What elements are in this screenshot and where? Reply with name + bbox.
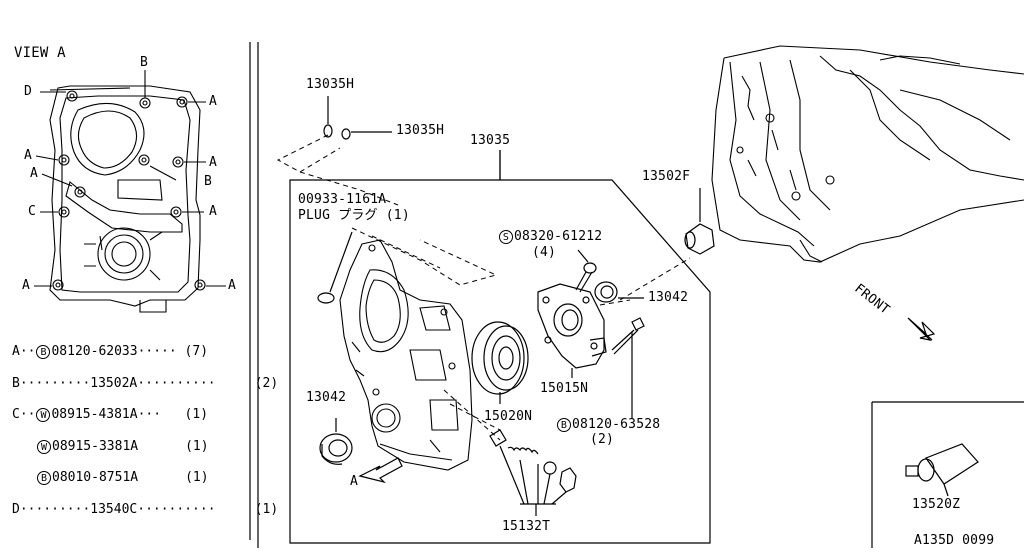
view-label-b-top: B — [140, 55, 149, 70]
pump-body-15015N — [537, 283, 607, 378]
view-label-b-side: B — [204, 174, 213, 189]
callout-08320-qty: (4) — [532, 245, 557, 260]
sealant-tube-13520Z — [905, 443, 979, 497]
view-a-title: VIEW A — [14, 45, 66, 61]
callout-15020N: 15020N — [484, 409, 533, 424]
legend-row-d: D·········13540C·········· (1) — [12, 502, 279, 517]
diagram-code: A135D 0099 — [914, 533, 995, 548]
callout-arrow-a: A — [350, 474, 359, 489]
oil-seal-13042-right — [594, 281, 644, 303]
callout-08120-qty: (2) — [590, 432, 615, 447]
callout-00933: 00933-1161A — [298, 192, 387, 207]
relief-valve-15132T — [489, 429, 577, 516]
front-cover-part — [339, 239, 473, 471]
view-label-d: D — [24, 84, 33, 99]
pump-rotor-15020N — [471, 321, 529, 404]
callout-plug: PLUG プラグ (1) — [298, 208, 410, 223]
o-ring-13035H — [323, 96, 392, 140]
view-label-a-6: A — [22, 278, 31, 293]
legend-row-b: B·········13502A·········· (2) — [12, 376, 279, 391]
view-label-a-5: A — [209, 204, 218, 219]
view-a-arrow — [358, 457, 403, 484]
callout-13035H-side: 13035H — [396, 123, 445, 138]
plug-part — [317, 231, 353, 304]
view-label-a-7: A — [228, 278, 237, 293]
callout-13520Z: 13520Z — [912, 497, 961, 512]
callout-13042-left: 13042 — [306, 390, 347, 405]
view-a-cover-drawing — [34, 70, 226, 313]
callout-13035: 13035 — [470, 133, 511, 148]
sealant-box — [871, 401, 1024, 548]
view-label-a-4: A — [30, 166, 39, 181]
callout-15015N: 15015N — [540, 381, 589, 396]
callout-13035H-top: 13035H — [306, 77, 355, 92]
view-label-c: C — [28, 204, 37, 219]
engine-block — [711, 45, 1024, 263]
view-label-a-2: A — [24, 148, 33, 163]
nut-13502F — [684, 188, 715, 255]
callout-13042-right: 13042 — [648, 290, 689, 305]
oil-seal-13042-left — [319, 418, 353, 465]
screw-08320 — [575, 249, 597, 293]
view-label-a-3: A — [209, 155, 218, 170]
front-arrow — [907, 317, 936, 341]
callout-15132T: 15132T — [502, 519, 551, 534]
callout-13502F: 13502F — [642, 169, 691, 184]
bolt-08120-63528 — [611, 317, 645, 418]
view-label-a-1: A — [209, 94, 218, 109]
